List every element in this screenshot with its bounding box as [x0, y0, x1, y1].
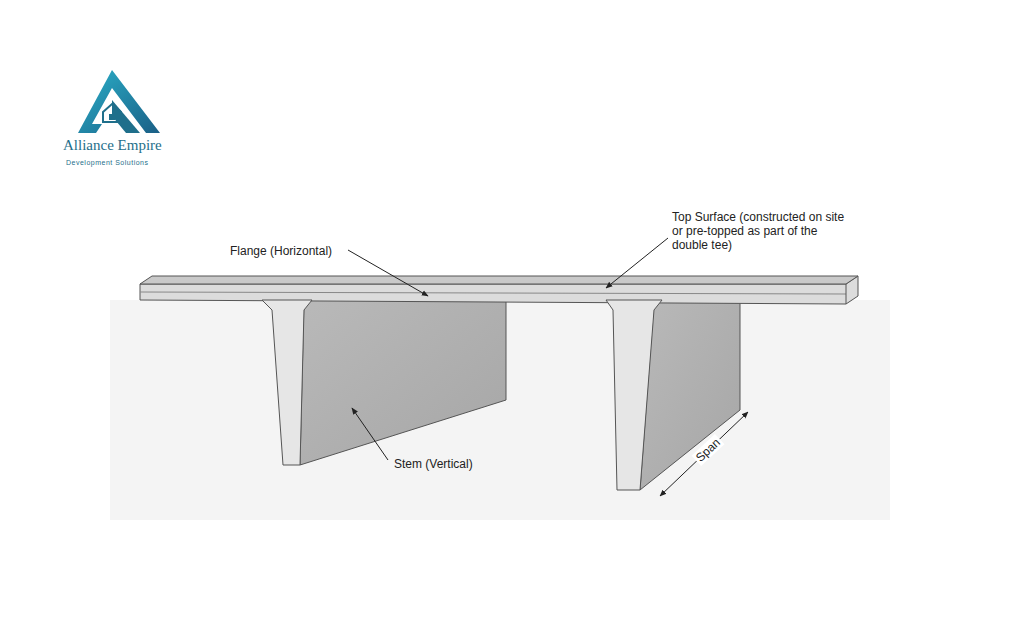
leader-line — [606, 238, 668, 288]
stem-front — [606, 300, 662, 490]
leader-line — [352, 408, 388, 460]
stem-front — [262, 300, 312, 465]
flange-front — [140, 276, 858, 304]
stem-side — [640, 300, 740, 490]
part-label: Flange (Horizontal) — [230, 244, 332, 258]
part-label: Top Surface (constructed on site or pre-… — [672, 210, 854, 252]
ground-shade — [110, 300, 890, 520]
span-arrow — [660, 412, 748, 496]
leader-line — [348, 250, 428, 296]
stem-side — [300, 300, 506, 465]
flange-top — [140, 276, 858, 284]
part-label: Stem (Vertical) — [394, 457, 473, 471]
brand-name: Alliance Empire — [63, 138, 162, 152]
brand-tagline: Development Solutions — [66, 156, 149, 170]
logo-icon — [78, 70, 160, 133]
